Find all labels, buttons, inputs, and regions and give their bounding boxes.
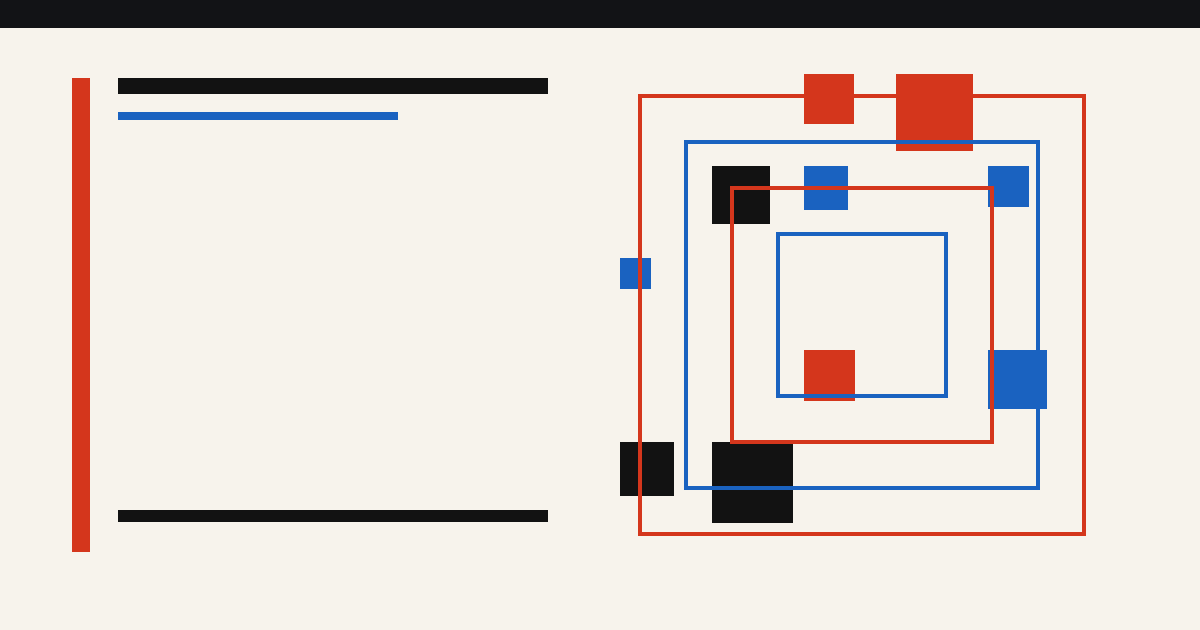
- title-rule: [118, 78, 548, 94]
- top-bar: [0, 0, 1200, 28]
- black-square: [712, 166, 770, 224]
- blue-frame: [684, 140, 1040, 490]
- footer-rule: [118, 510, 548, 522]
- black-square: [712, 442, 793, 523]
- red-square: [804, 350, 855, 401]
- red-square: [896, 74, 973, 151]
- blue-square: [988, 166, 1029, 207]
- subtitle-rule: [118, 112, 398, 120]
- inner-blue-frame: [776, 232, 948, 398]
- left-accent-bar: [72, 78, 90, 552]
- blue-square: [620, 258, 651, 289]
- black-square: [620, 442, 674, 496]
- inner-red-frame: [730, 186, 994, 444]
- outer-red-frame: [638, 94, 1086, 536]
- red-square: [804, 74, 854, 124]
